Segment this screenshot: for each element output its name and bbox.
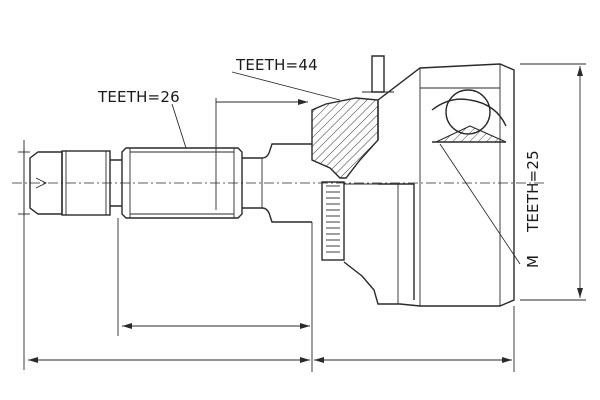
dimension-spline-top [216,99,308,105]
teeth-44-leader [231,71,341,101]
inner-ball-cage [431,89,507,143]
splined-shaft [121,147,243,219]
dimension-bell-height [577,66,583,298]
dimension-tip-height [18,151,30,215]
marker-m-label: M [524,255,542,268]
dimension-total-length [28,357,512,363]
teeth-44-label: TEETH=44 [235,56,318,74]
bell-section-hatch [311,97,379,179]
dimension-shaft-length [122,323,310,329]
teeth-25-leader [439,143,521,265]
teeth-25-label: TEETH=25 [524,150,542,233]
abs-tone-ring [321,181,345,261]
outer-bell-housing [343,63,515,307]
teeth-26-label: TEETH=26 [97,88,180,106]
tip-neck [110,159,122,207]
top-boss [371,55,385,93]
threaded-tip [29,150,111,216]
shaft-body [242,143,312,223]
teeth-26-leader [171,103,187,149]
